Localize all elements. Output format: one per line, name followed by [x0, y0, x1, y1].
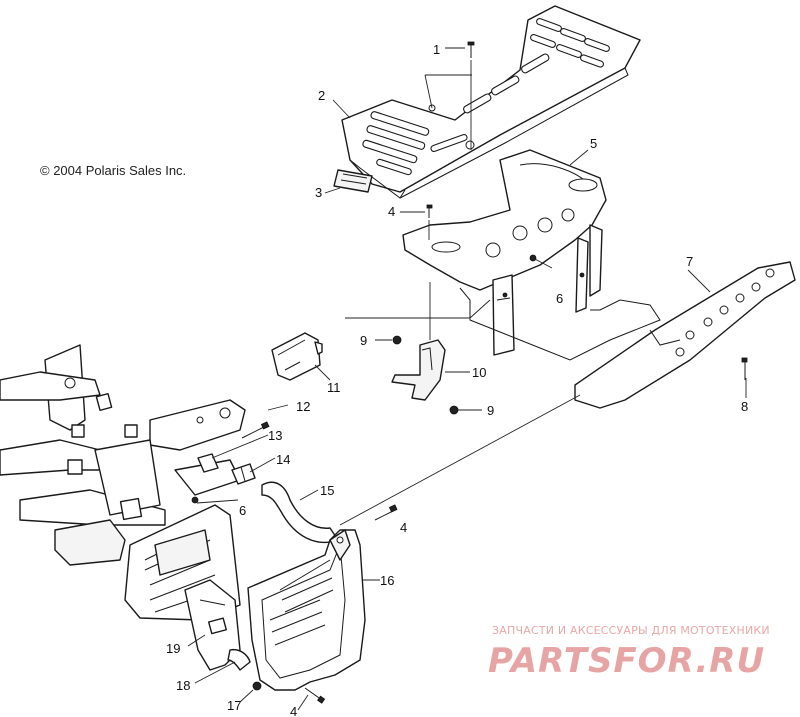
callout-3: 3 — [315, 185, 322, 200]
nut-part-17 — [252, 681, 262, 691]
callout-14: 14 — [276, 452, 290, 467]
callout-2: 2 — [318, 88, 325, 103]
callout-6-lower: 6 — [239, 503, 246, 518]
nut-part-9-lower — [449, 405, 459, 415]
fastener-part-18 — [227, 648, 251, 671]
callout-17: 17 — [227, 698, 241, 713]
callout-16: 16 — [380, 573, 394, 588]
upper-rack-part-2 — [341, 5, 641, 199]
frame-chassis — [0, 344, 246, 621]
watermark: ЗАПЧАСТИ И АКСЕССУАРЫ ДЛЯ МОТОТЕХНИКИ PA… — [488, 624, 770, 681]
bolt-part-4-lower — [304, 687, 326, 704]
clip-part-13 — [197, 453, 219, 473]
bracket-part-10 — [345, 282, 491, 401]
callout-8: 8 — [741, 399, 748, 414]
reflector-part-3 — [333, 169, 373, 193]
callout-5: 5 — [590, 136, 597, 151]
callout-13: 13 — [268, 428, 282, 443]
nut-part-6-upper — [529, 254, 553, 269]
callout-1: 1 — [433, 42, 440, 57]
bolt-part-4-middle — [374, 504, 398, 521]
bolt-part-4-upper — [426, 204, 433, 240]
bolt-part-1 — [424, 41, 475, 150]
nut-part-6-lower — [191, 496, 199, 504]
callout-4-middle: 4 — [400, 520, 407, 535]
rack-support-part-5 — [402, 149, 607, 356]
callout-6: 6 — [556, 291, 563, 306]
callout-labels: 1 2 3 4 5 6 7 8 9 10 11 12 13 14 15 6 4 … — [166, 42, 748, 717]
callout-11: 11 — [327, 380, 341, 395]
bumper-part-7 — [574, 261, 796, 409]
nut-part-9-upper — [392, 335, 402, 345]
callout-12: 12 — [296, 399, 310, 414]
splash-guard-part-19 — [184, 579, 241, 671]
callout-9-upper: 9 — [360, 333, 367, 348]
watermark-brand: PARTSFOR.RU — [488, 641, 765, 681]
bolt-part-8 — [741, 357, 748, 380]
bolt-part-12 — [241, 421, 270, 439]
callout-10: 10 — [472, 365, 486, 380]
callout-4-lower: 4 — [290, 704, 297, 717]
callout-9-lower: 9 — [487, 403, 494, 418]
light-part-11 — [271, 332, 323, 381]
hose-clamp-part-14 — [231, 463, 256, 485]
copyright-text: © 2004 Polaris Sales Inc. — [40, 163, 186, 178]
callout-15: 15 — [320, 483, 334, 498]
watermark-tagline: ЗАПЧАСТИ И АКСЕССУАРЫ ДЛЯ МОТОТЕХНИКИ — [492, 624, 770, 637]
front-guard-part-16 — [247, 394, 581, 691]
callout-18: 18 — [176, 678, 190, 693]
callout-7: 7 — [686, 254, 693, 269]
callout-19: 19 — [166, 641, 180, 656]
leader-lines — [187, 99, 747, 711]
frame-outline — [459, 287, 661, 361]
callout-4: 4 — [388, 204, 395, 219]
rack-slots — [362, 18, 610, 176]
